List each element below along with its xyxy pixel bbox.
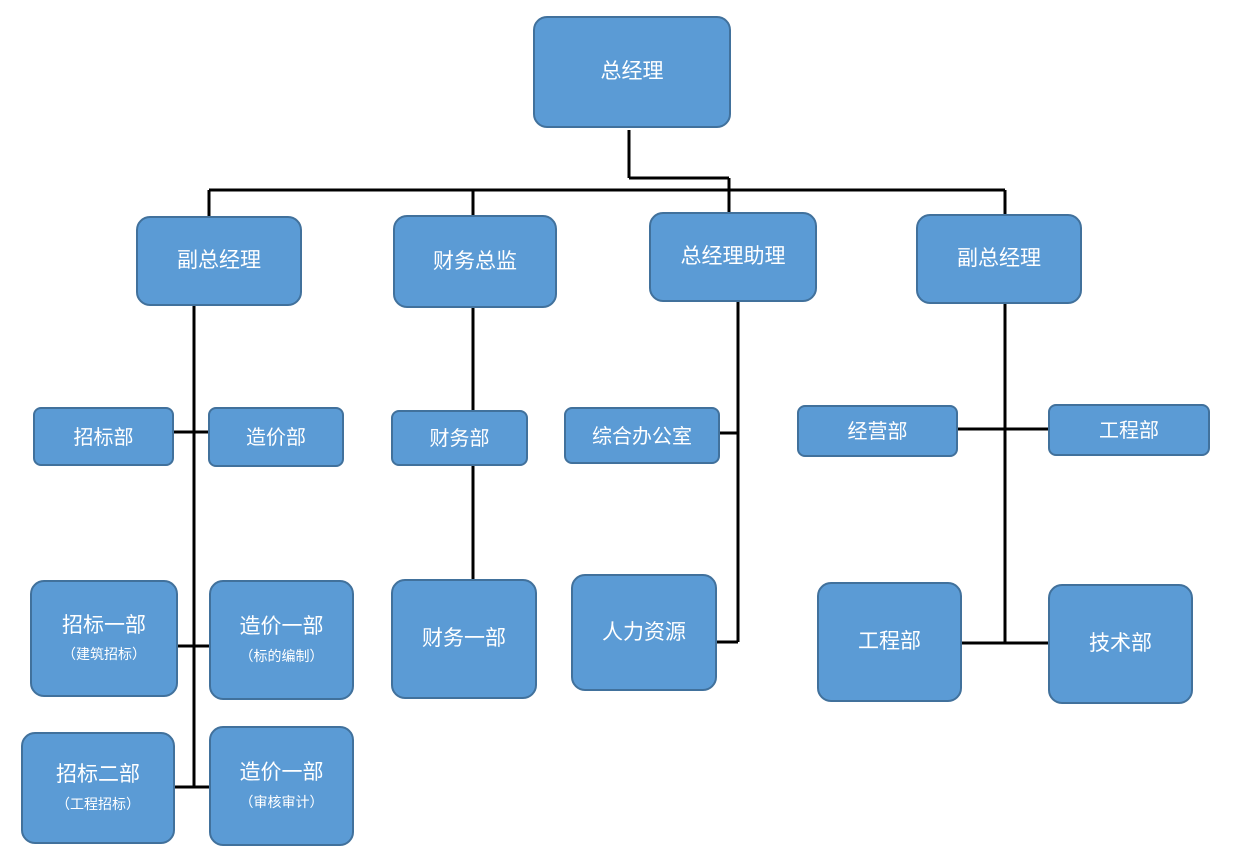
node-label: 财务总监 [433, 248, 517, 273]
node-gm-assistant: 总经理助理 [649, 212, 817, 302]
node-label: 副总经理 [957, 246, 1041, 271]
node-sublabel: （建筑招标） [62, 647, 146, 664]
node-label: 经营部 [847, 419, 908, 443]
node-costing-dept-1b: 造价一部 （审核审计） [209, 726, 354, 846]
node-technical-dept: 技术部 [1048, 584, 1193, 704]
node-label: 招标二部 [56, 762, 140, 787]
node-label: 副总经理 [177, 248, 261, 273]
node-costing-dept: 造价部 [208, 407, 344, 467]
node-sublabel: （审核审计） [239, 794, 324, 811]
node-finance-dept-1: 财务一部 [391, 579, 537, 699]
node-label: 造价一部 [239, 760, 324, 785]
node-sublabel: （标的编制） [239, 648, 324, 665]
node-bidding-dept-2: 招标二部 （工程招标） [21, 732, 175, 844]
node-label: 技术部 [1089, 631, 1152, 656]
node-costing-dept-1a: 造价一部 （标的编制） [209, 580, 354, 700]
node-engineering-dept-bottom: 工程部 [817, 582, 962, 702]
node-label: 工程部 [1099, 418, 1159, 442]
node-label: 招标部 [73, 424, 134, 449]
node-label: 总经理 [600, 59, 664, 84]
node-label: 综合办公室 [592, 423, 692, 448]
node-general-manager: 总经理 [533, 16, 731, 128]
node-bidding-dept: 招标部 [33, 407, 174, 466]
node-label: 总经理助理 [680, 244, 786, 269]
node-label: 财务一部 [422, 626, 506, 651]
node-finance-director: 财务总监 [393, 215, 557, 308]
node-label: 造价部 [246, 425, 306, 449]
node-engineering-dept-top: 工程部 [1048, 404, 1210, 456]
node-label: 工程部 [858, 629, 921, 654]
node-finance-dept: 财务部 [391, 410, 528, 466]
node-human-resources: 人力资源 [571, 574, 717, 691]
node-sublabel: （工程招标） [56, 796, 140, 813]
node-vice-general-manager-1: 副总经理 [136, 216, 302, 306]
node-label: 人力资源 [602, 619, 686, 644]
node-label: 财务部 [429, 426, 490, 450]
node-general-office: 综合办公室 [564, 407, 720, 464]
node-vice-general-manager-2: 副总经理 [916, 214, 1082, 304]
node-label: 招标一部 [62, 612, 146, 637]
node-label: 造价一部 [239, 614, 324, 639]
node-bidding-dept-1: 招标一部 （建筑招标） [30, 580, 178, 697]
node-operations-dept: 经营部 [797, 405, 958, 457]
